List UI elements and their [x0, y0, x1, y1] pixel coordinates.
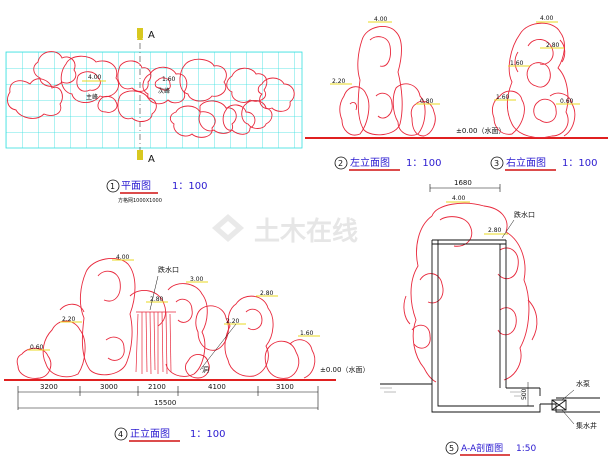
front-dim-total: 15500	[154, 399, 176, 407]
plan-elev-main: 4.00	[88, 74, 102, 81]
plan-rock-outlines	[7, 51, 295, 138]
section-marker-top	[137, 28, 143, 38]
front-dimension-chain	[17, 386, 319, 410]
front-rocks	[16, 257, 316, 379]
front-dim-2: 3000	[100, 383, 118, 391]
section-label-sump: 集水井	[576, 421, 597, 430]
section-scale: 1:50	[516, 444, 536, 454]
section-mark-1: 4.00	[452, 195, 466, 202]
front-mark-2: 3.00	[190, 276, 204, 283]
front-title: 正立面图	[130, 427, 170, 440]
right-mark-3: 1.60	[510, 60, 524, 67]
plan-title-no: 1	[110, 182, 115, 191]
section-rocks	[403, 202, 538, 383]
svg-text:土木在线: 土木在线	[254, 217, 358, 247]
left-mark-3: 0.80	[420, 98, 434, 105]
plan-scale: 1：100	[172, 181, 207, 192]
front-mark-7: 1.60	[300, 330, 314, 337]
right-scale: 1：100	[562, 158, 597, 169]
left-title-no: 2	[338, 159, 343, 168]
section-label-top: A	[148, 30, 155, 41]
front-dim-3: 2100	[148, 383, 166, 391]
section-structure	[380, 239, 600, 413]
front-dim-5: 3100	[276, 383, 294, 391]
plan-title: 平面图	[121, 180, 151, 192]
watermark-logo: 土木在线	[212, 214, 358, 247]
front-mark-1: 4.00	[116, 254, 130, 261]
front-mark-3: 2.80	[150, 296, 164, 303]
section-label-outlet: 跌水口	[514, 210, 535, 219]
section-title: A-A剖面图	[461, 442, 503, 454]
front-title-no: 4	[118, 430, 123, 439]
plan-elev-sub: 1.60	[162, 76, 176, 83]
front-dim-1: 3200	[40, 383, 58, 391]
section-mark-2: 2.80	[488, 227, 502, 234]
section-aa: 1680	[380, 179, 600, 456]
left-rocks	[339, 25, 436, 137]
section-marker-bottom	[137, 150, 143, 160]
front-dim-4: 4100	[208, 383, 226, 391]
plan-note: 方格网1000X1000	[118, 197, 162, 204]
front-water-level: ±0.00（水面）	[320, 365, 369, 374]
right-mark-1: 4.00	[540, 15, 554, 22]
left-mark-1: 4.00	[374, 16, 388, 23]
section-depth-dim: 500	[521, 388, 528, 400]
front-elevation: 4.00 3.00 2.80 2.80 2.20 2.20 1.60 0.60 …	[4, 254, 369, 442]
pump-box	[551, 399, 567, 411]
front-mark-5: 2.20	[62, 316, 76, 323]
right-rocks	[491, 22, 576, 138]
front-mark-8: 0.60	[30, 344, 44, 351]
front-scale: 1：100	[190, 429, 225, 440]
right-mark-5: 0.60	[560, 98, 574, 105]
plan-label-sub-peak: 次峰	[158, 87, 170, 95]
right-elevation: 4.00 2.80 1.60 1.60 0.60 3 右立面图 1：100	[448, 15, 608, 171]
section-water-hatch	[380, 387, 526, 397]
left-mark-2: 2.20	[332, 78, 346, 85]
section-label-bottom: A	[148, 154, 155, 165]
section-title-no: 5	[449, 444, 454, 453]
right-mark-2: 2.80	[546, 42, 560, 49]
left-scale: 1：100	[406, 158, 441, 169]
section-width-dim: 1680	[454, 179, 472, 187]
left-elevation: 4.00 2.20 0.80 ±0.00（水面） 2 左立面图 1：100	[305, 16, 505, 171]
left-title: 左立面图	[350, 156, 390, 169]
front-label-cave: 洞	[202, 365, 209, 374]
front-mark-6: 2.20	[226, 318, 240, 325]
left-water-level: ±0.00（水面）	[456, 126, 505, 135]
right-title: 右立面图	[506, 156, 546, 169]
plan-label-main-peak: 主峰	[86, 93, 98, 101]
front-label-outlet: 跌水口	[158, 265, 179, 274]
front-mark-4: 2.80	[260, 290, 274, 297]
section-label-pump: 水泵	[576, 379, 590, 388]
front-waterfall	[135, 311, 176, 375]
right-title-no: 3	[494, 159, 499, 168]
plan-title-circle	[106, 179, 120, 193]
right-mark-4: 1.60	[496, 94, 510, 101]
plan-view: A A 4.00 主峰 1.60 次峰 1 平面图	[5, 28, 303, 204]
